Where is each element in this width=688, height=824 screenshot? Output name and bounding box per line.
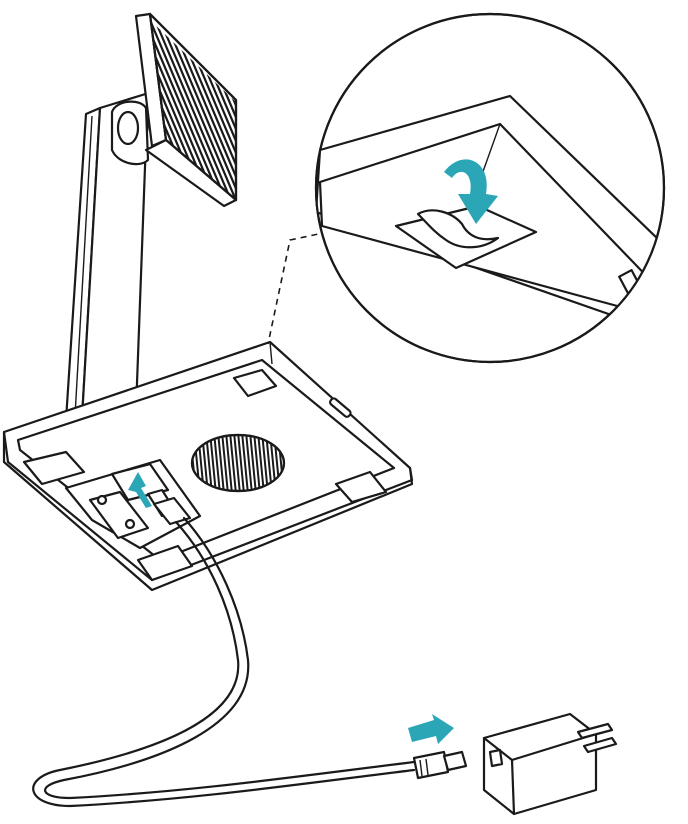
arrow-right-icon xyxy=(408,714,454,744)
vent-grille-icon xyxy=(190,433,286,493)
cable-icon xyxy=(32,516,468,808)
magnifier-icon xyxy=(267,12,666,364)
stand-arm-icon xyxy=(64,90,154,422)
arrow-up-icon xyxy=(128,472,152,508)
foot-pad-icon xyxy=(232,368,278,398)
curved-arrow-icon xyxy=(444,159,498,224)
power-adapter-icon xyxy=(482,712,618,816)
